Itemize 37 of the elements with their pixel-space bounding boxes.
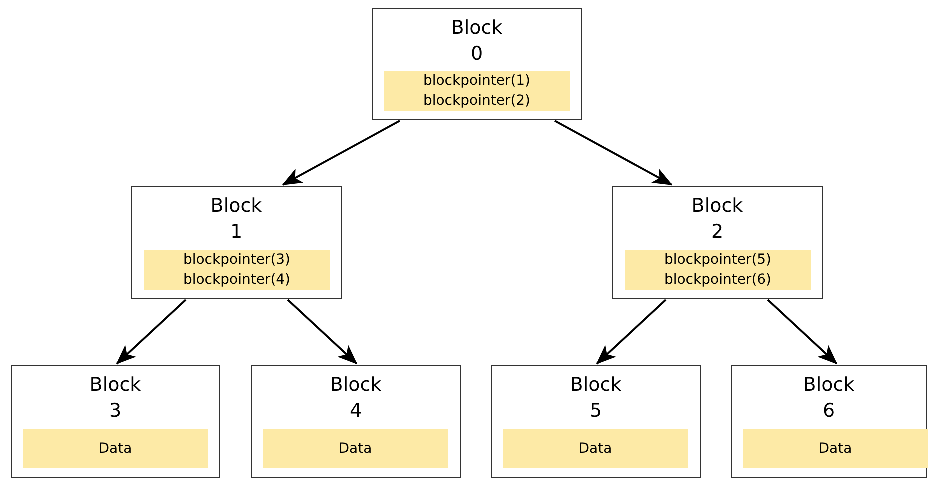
field-text: blockpointer(5)	[664, 251, 772, 270]
block-box	[612, 186, 823, 299]
block-label: Block 2	[690, 194, 744, 245]
pointer-field	[384, 71, 570, 111]
field-text: Data	[98, 440, 132, 458]
block-box	[131, 186, 342, 299]
block-label: Block 0	[450, 16, 504, 67]
arrow	[116, 299, 187, 365]
arrow	[287, 299, 358, 365]
block-label: Block 3	[88, 373, 142, 424]
pointer-field	[263, 429, 448, 468]
field-text: Data	[818, 440, 852, 458]
field-text: blockpointer(2)	[423, 92, 531, 111]
pointer-field	[23, 429, 208, 468]
pointer-field	[743, 429, 928, 468]
pointer-field	[144, 250, 330, 290]
arrow	[282, 120, 400, 186]
block-box	[372, 8, 582, 120]
block-box	[11, 365, 220, 478]
field-text: blockpointer(1)	[423, 72, 531, 91]
field-text: Data	[578, 440, 612, 458]
block-label: Block 1	[210, 194, 264, 245]
arrow	[554, 120, 673, 186]
block-box	[731, 365, 927, 478]
field-text: blockpointer(3)	[183, 251, 291, 270]
arrow	[767, 299, 838, 365]
pointer-field	[625, 250, 811, 290]
block-box	[491, 365, 701, 478]
field-text: blockpointer(6)	[664, 271, 772, 290]
block-box	[251, 365, 461, 478]
field-text: Data	[338, 440, 372, 458]
field-text: blockpointer(4)	[183, 271, 291, 290]
pointer-field	[503, 429, 688, 468]
arrow	[596, 299, 667, 365]
block-label: Block 6	[802, 373, 856, 424]
block-label: Block 5	[569, 373, 623, 424]
block-label: Block 4	[329, 373, 383, 424]
